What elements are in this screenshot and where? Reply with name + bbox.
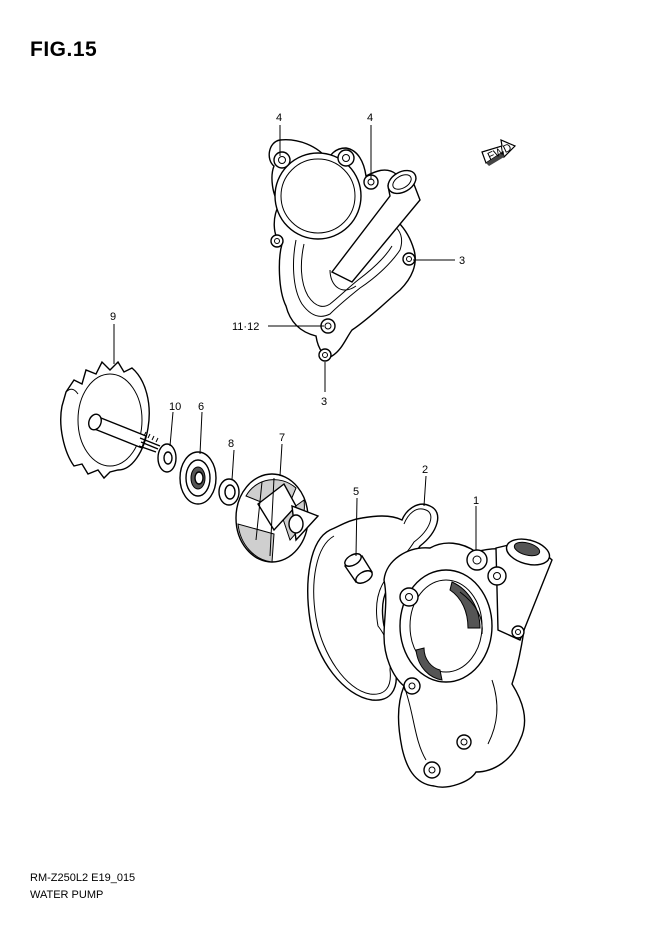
drawing-code: RM-Z250L2 E19_015: [30, 872, 136, 884]
callout-3-bottom: 3: [321, 396, 327, 408]
callout-4-right: 4: [367, 112, 373, 124]
callout-5: 5: [353, 486, 359, 498]
pump-cover: [268, 139, 421, 362]
callout-1: 1: [473, 495, 479, 507]
washer: [157, 443, 177, 473]
oil-seal: [218, 478, 240, 506]
dowel-pin: [343, 553, 373, 584]
impeller: [235, 473, 320, 563]
callout-8: 9: [110, 311, 116, 323]
water-pump-body: [383, 538, 553, 788]
fwd-label: FWD: [486, 142, 514, 163]
callout-2: 2: [422, 464, 428, 476]
figure-caption: WATER PUMP: [30, 889, 104, 901]
callout-9: 10: [169, 401, 181, 413]
bearing: [179, 451, 217, 505]
callout-7: 7: [279, 432, 285, 444]
callout-3-right: 3: [459, 255, 465, 267]
callout-4-left: 4: [276, 112, 282, 124]
callout-6: 6: [198, 401, 204, 413]
callout-11-12: 11·12: [232, 321, 259, 333]
callout-10: 8: [228, 438, 234, 450]
figure-title: FIG.15: [30, 38, 98, 61]
pump-shaft-gear: [60, 360, 161, 480]
fwd-arrow-icon: FWD: [481, 139, 517, 166]
leader-lines: [113, 125, 477, 557]
callout-labels: 4 4 3 3 11·12 9 10 6 8 7 2 5 1: [110, 112, 479, 507]
